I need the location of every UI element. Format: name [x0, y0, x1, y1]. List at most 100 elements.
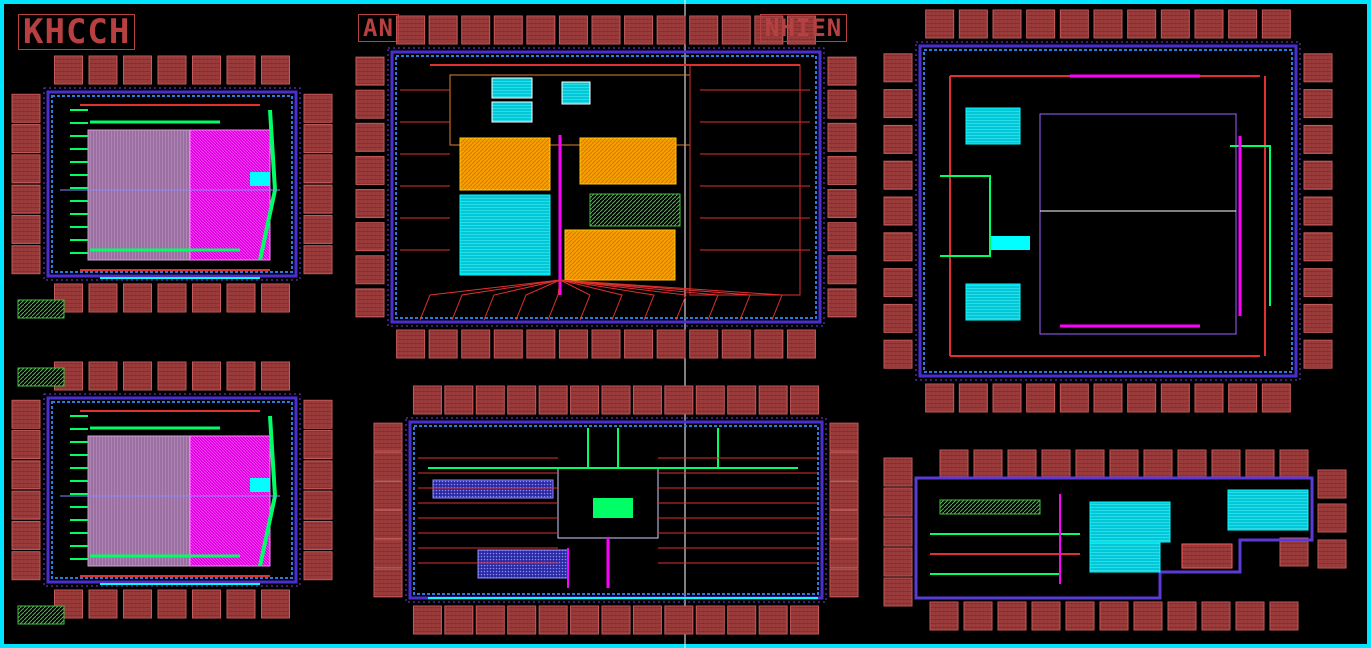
legend-block	[17, 299, 65, 319]
pad-ring-outer	[405, 417, 827, 603]
bond-pad	[1235, 601, 1265, 631]
bond-pad	[11, 460, 41, 490]
bond-pad	[1160, 9, 1190, 39]
bond-pad	[790, 605, 820, 635]
bond-pad	[355, 89, 385, 119]
pad-ring	[46, 396, 298, 584]
bond-pad	[827, 89, 857, 119]
bond-pad	[355, 189, 385, 219]
wire	[559, 279, 623, 321]
bond-pad	[54, 55, 83, 85]
wire	[940, 175, 991, 257]
bond-pad	[1059, 383, 1089, 413]
bond-pad	[157, 589, 187, 619]
bond-pad	[1133, 601, 1163, 631]
bond-pad	[829, 510, 859, 540]
wire	[483, 279, 561, 321]
bond-pad	[192, 361, 221, 391]
bond-pad	[1261, 383, 1291, 413]
bond-pad	[1143, 449, 1173, 479]
bond-pad	[786, 15, 816, 45]
bond-pad	[1160, 383, 1190, 413]
bond-pad	[786, 329, 816, 359]
bond-pad	[827, 222, 857, 252]
bond-pad	[601, 605, 631, 635]
bond-pad	[883, 487, 913, 517]
bond-pad	[1245, 449, 1275, 479]
yellow-block	[564, 229, 676, 281]
bond-pad	[754, 15, 784, 45]
bond-pad	[303, 460, 333, 490]
bond-pad	[883, 547, 913, 577]
bond-pad	[1317, 503, 1347, 533]
bond-pad	[1228, 383, 1258, 413]
bond-pad	[1007, 449, 1037, 479]
bond-pad	[656, 15, 686, 45]
bond-pad	[303, 154, 333, 184]
bond-pad	[261, 361, 290, 391]
bond-pad	[829, 480, 859, 510]
bond-pad	[570, 385, 600, 415]
bond-pad	[883, 160, 913, 190]
bond-pad	[632, 605, 662, 635]
bond-pad	[428, 15, 458, 45]
bond-pad	[1026, 383, 1056, 413]
bond-pad	[883, 303, 913, 333]
bond-pad	[727, 385, 757, 415]
wire	[559, 279, 591, 321]
bond-pad	[1279, 537, 1309, 567]
pad-ring	[390, 50, 822, 324]
bond-pad	[355, 255, 385, 285]
bond-pad	[428, 329, 458, 359]
bond-pad	[507, 605, 537, 635]
bond-pad	[157, 361, 187, 391]
bond-pad	[883, 577, 913, 607]
cell	[491, 101, 533, 123]
pad-ring-inner	[51, 95, 293, 273]
wire	[1230, 145, 1271, 306]
pad-ring-outer	[43, 87, 301, 281]
bond-pad	[1194, 9, 1224, 39]
core-cell	[593, 498, 633, 518]
bond-pad	[157, 55, 187, 85]
bond-pad	[11, 93, 41, 123]
bond-pad	[829, 422, 859, 452]
bond-pad	[373, 422, 403, 452]
bond-pad	[226, 589, 256, 619]
bond-pad	[829, 539, 859, 569]
bond-pad	[538, 385, 568, 415]
bond-pad	[11, 551, 41, 581]
bond-pad	[88, 361, 118, 391]
green-block	[589, 193, 681, 227]
bond-pad	[526, 15, 556, 45]
bond-pad	[303, 93, 333, 123]
bond-pad	[1303, 124, 1333, 154]
wire	[419, 279, 561, 321]
bond-pad	[261, 589, 290, 619]
bond-pad	[1303, 303, 1333, 333]
bond-pad	[461, 329, 491, 359]
bond-pad	[396, 15, 426, 45]
bond-pad	[1093, 383, 1123, 413]
bond-pad	[973, 449, 1003, 479]
bond-pad	[355, 288, 385, 318]
bond-pad	[689, 15, 719, 45]
bond-pad	[1211, 449, 1241, 479]
bond-pad	[883, 517, 913, 547]
bond-pad	[558, 329, 588, 359]
bond-pad	[261, 55, 290, 85]
bond-pad	[939, 449, 969, 479]
bond-pad	[303, 124, 333, 154]
bond-pad	[11, 490, 41, 520]
bond-pad	[355, 122, 385, 152]
bond-pad	[303, 214, 333, 244]
bond-pad	[827, 122, 857, 152]
bond-pad	[827, 255, 857, 285]
wire	[559, 279, 783, 321]
legend-block	[17, 605, 65, 625]
bond-pad	[475, 605, 505, 635]
bond-pad	[1026, 9, 1056, 39]
cyan-block	[965, 107, 1021, 145]
